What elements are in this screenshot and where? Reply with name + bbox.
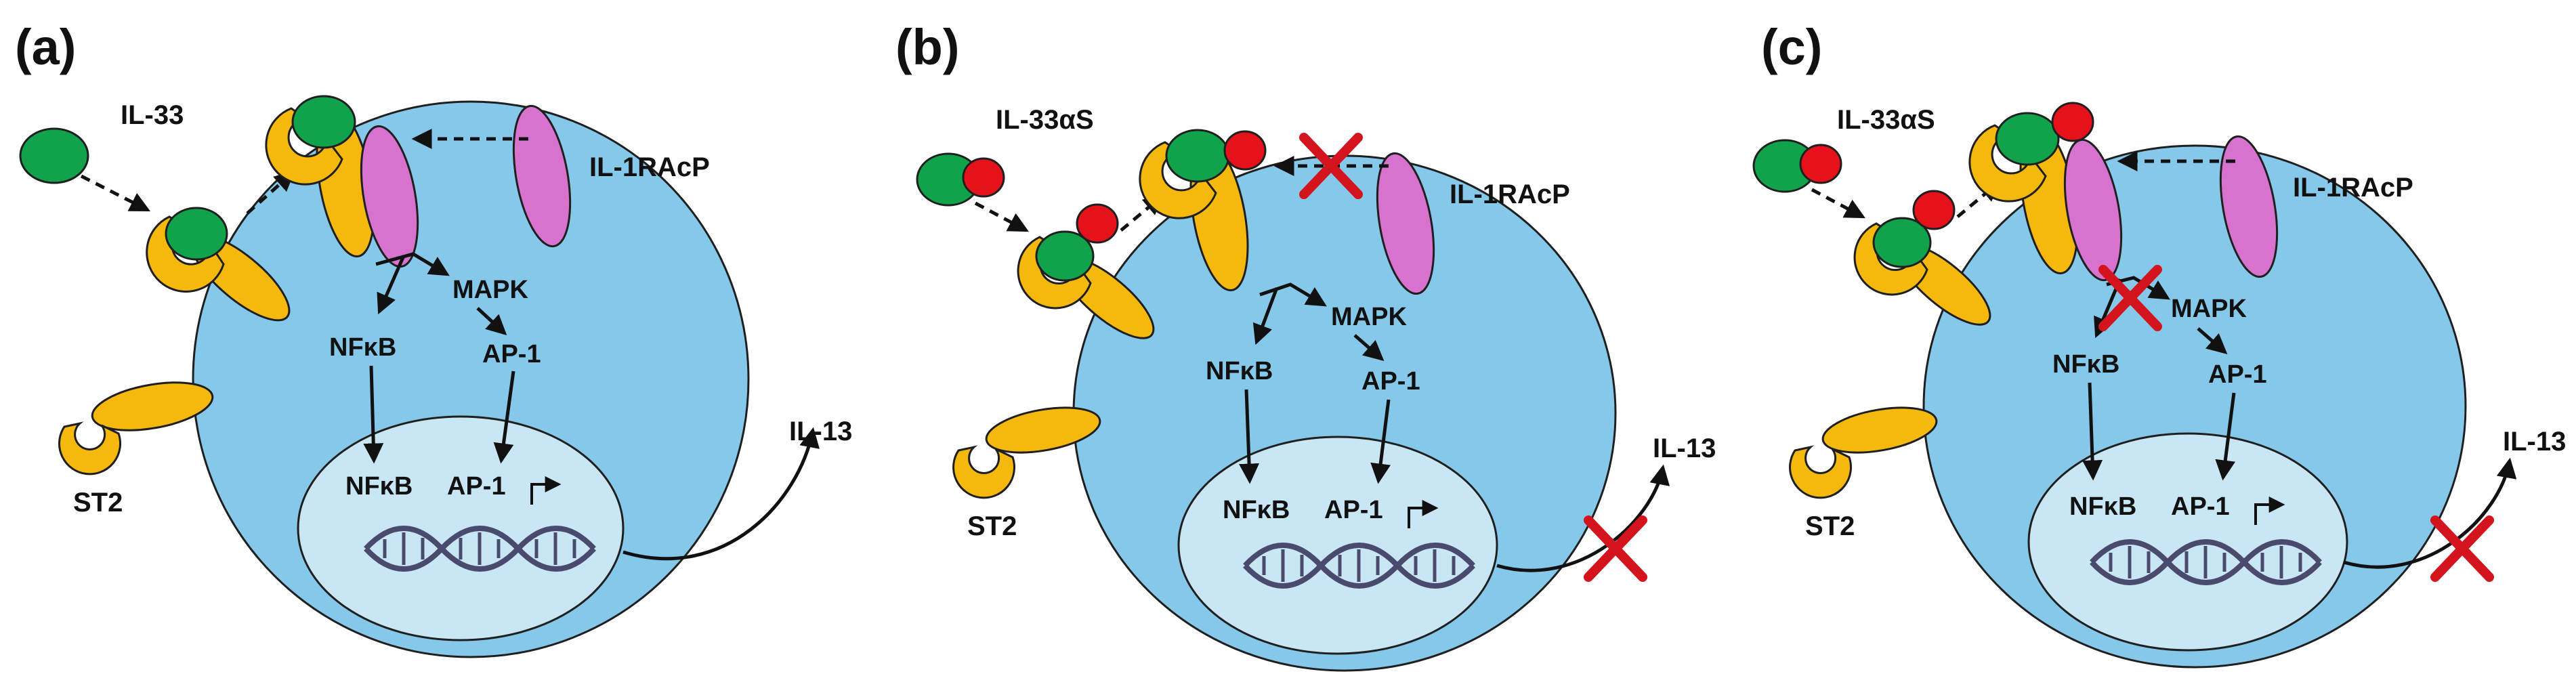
pathway-split-arrow: [375, 252, 450, 276]
receptor-label: IL-1RAcP: [2293, 173, 2413, 203]
signaling-complex: [265, 95, 419, 268]
assembly-arrow: [1956, 181, 2001, 218]
st2-label: ST2: [73, 488, 123, 517]
ap1-cyto-label: AP-1: [2208, 360, 2267, 389]
nucleus: [2027, 432, 2348, 652]
pathway-split-arrow: [1259, 282, 1327, 307]
nucleus: [1177, 436, 1498, 655]
st2-il33as-complex: [1853, 190, 1991, 326]
binding-arrow: [1811, 188, 1865, 219]
receptor-label: IL-1RAcP: [1450, 179, 1570, 209]
ligand-label: IL-33αS: [1837, 105, 1935, 135]
il1racp-receptor: [1376, 152, 1435, 295]
panel-label: (b): [895, 19, 960, 75]
ap1-nuclear-label: AP-1: [1324, 496, 1383, 524]
st2-il33-complex: [146, 207, 291, 322]
il33as-ligand: [916, 152, 1005, 207]
mapk-label: MAPK: [1331, 303, 1407, 331]
st2-receptor: [952, 406, 1101, 499]
nfkb-translocation-arrow: [1239, 389, 1260, 484]
nfkb-label: NFκB: [329, 333, 396, 362]
nfkb-label: NFκB: [2052, 350, 2119, 379]
binding-arrow: [80, 174, 151, 212]
ap1-translocation-arrow: [2215, 392, 2236, 481]
ap1-cyto-label: AP-1: [1361, 367, 1420, 396]
ligand-label: IL-33: [121, 100, 184, 130]
st2-label: ST2: [967, 511, 1017, 541]
receptor-label: IL-1RAcP: [589, 152, 710, 182]
ligand-label: IL-33αS: [996, 105, 1094, 135]
transcription-start-arrow-icon: [530, 476, 562, 505]
output-label: IL-13: [789, 417, 852, 446]
secretion-arrow: [622, 427, 820, 561]
panel-b: (b) IL-33αS IL-1RAcP: [895, 19, 1716, 672]
ap1-translocation-arrow: [493, 371, 515, 464]
mapk-label: MAPK: [2171, 295, 2247, 323]
il1racp-receptor: [2219, 135, 2279, 278]
st2-label: ST2: [1805, 511, 1855, 541]
mapk-to-ap1-arrow: [1353, 334, 1385, 361]
panel-a: (a) IL-33 IL-1RAcP ST2: [15, 19, 852, 658]
st2-receptor: [1789, 406, 1938, 499]
panel-label: (a): [15, 19, 76, 75]
transcription-start-arrow-icon: [1408, 500, 1439, 528]
ap1-translocation-arrow: [1370, 399, 1391, 484]
nfkb-label: NFκB: [1206, 357, 1273, 385]
il1racp-receptor: [512, 104, 572, 248]
binding-arrow: [974, 201, 1029, 232]
nfkb-activation-arrow: [377, 256, 405, 315]
il33-ligand: [19, 127, 89, 184]
transcription-start-arrow-icon: [2254, 497, 2285, 525]
block-cross-icon: [1588, 520, 1643, 577]
ap1-cyto-label: AP-1: [482, 340, 541, 368]
signaling-complex: [1968, 102, 2123, 282]
nfkb-nuclear-label: NFκB: [345, 472, 413, 501]
nfkb-translocation-arrow: [363, 365, 384, 464]
il33as-ligand: [1752, 139, 1842, 193]
nfkb-translocation-arrow: [2082, 382, 2103, 481]
nfkb-nuclear-label: NFκB: [2069, 492, 2136, 521]
st2-il33as-bound: [1139, 129, 1267, 292]
st2-il33as-complex: [1017, 203, 1155, 339]
mapk-to-ap1-arrow: [476, 307, 507, 336]
nfkb-activation-arrow: [1252, 287, 1279, 345]
output-label: IL-13: [1653, 434, 1716, 463]
mapk-to-ap1-arrow: [2197, 327, 2228, 354]
ap1-nuclear-label: AP-1: [2171, 492, 2230, 521]
assembly-arrow: [1120, 194, 1164, 232]
output-label: IL-13: [2503, 427, 2566, 457]
panel-c: (c) IL-33αS IL-1RAcP: [1752, 19, 2566, 669]
mapk-label: MAPK: [452, 276, 528, 304]
ap1-nuclear-label: AP-1: [447, 472, 506, 501]
st2-receptor: [58, 381, 214, 476]
nucleus: [297, 415, 625, 641]
nfkb-nuclear-label: NFκB: [1223, 496, 1290, 524]
panel-label: (c): [1761, 19, 1822, 75]
